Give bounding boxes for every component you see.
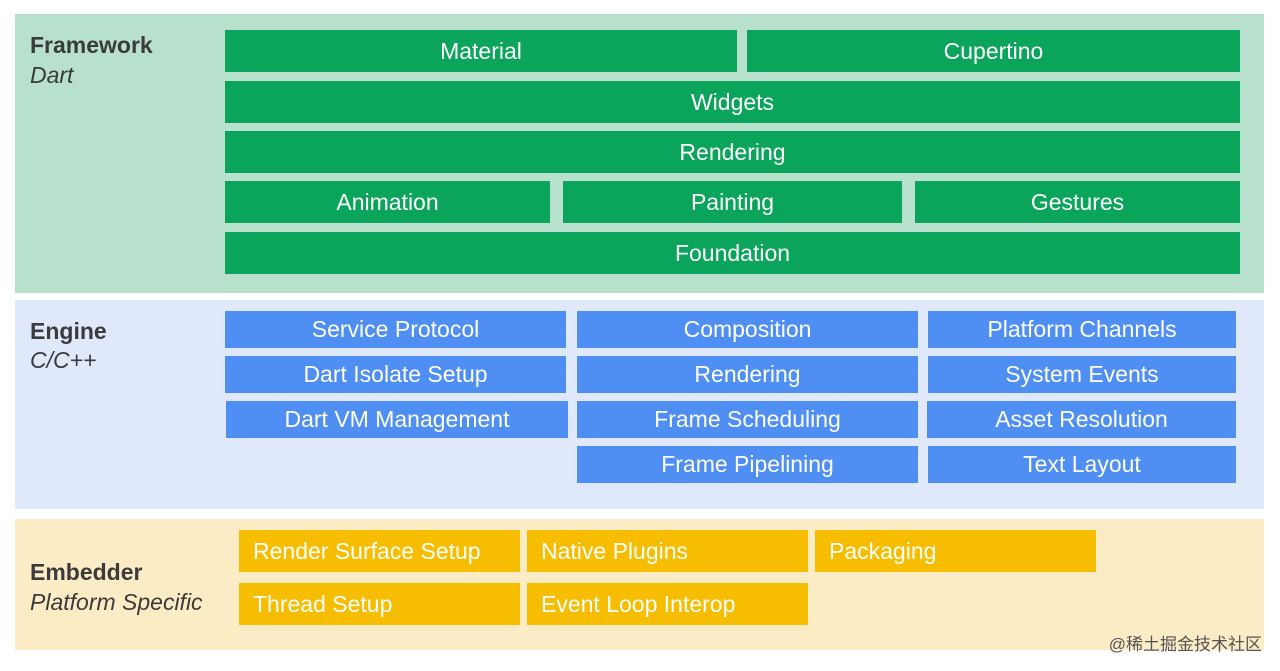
engine-rendering-box: Rendering — [577, 356, 918, 393]
frame-scheduling-box: Frame Scheduling — [577, 401, 918, 438]
rendering-box: Rendering — [225, 131, 1240, 173]
framework-subtitle: Dart — [30, 62, 74, 88]
packaging-box: Packaging — [815, 530, 1096, 572]
text-layout-box: Text Layout — [928, 446, 1236, 483]
platform-channels-box: Platform Channels — [928, 311, 1236, 348]
framework-layer: Framework Dart Material Cupertino Widget… — [15, 14, 1264, 293]
watermark: @稀土掘金技术社区 — [1108, 635, 1262, 654]
event-loop-interop-box: Event Loop Interop — [527, 583, 808, 625]
thread-setup-box: Thread Setup — [239, 583, 520, 625]
engine-title: Engine — [30, 318, 107, 344]
cupertino-box: Cupertino — [747, 30, 1240, 72]
dart-vm-management-box: Dart VM Management — [226, 401, 568, 438]
foundation-box: Foundation — [225, 232, 1240, 274]
render-surface-setup-box: Render Surface Setup — [239, 530, 520, 572]
material-box: Material — [225, 30, 737, 72]
system-events-box: System Events — [928, 356, 1236, 393]
asset-resolution-box: Asset Resolution — [927, 401, 1236, 438]
embedder-subtitle: Platform Specific — [30, 589, 203, 615]
engine-layer: Engine C/C++ Service Protocol Compositio… — [15, 300, 1264, 509]
widgets-box: Widgets — [225, 81, 1240, 123]
native-plugins-box: Native Plugins — [527, 530, 808, 572]
painting-box: Painting — [563, 181, 902, 223]
embedder-layer: Embedder Platform Specific Render Surfac… — [15, 519, 1264, 650]
animation-box: Animation — [225, 181, 550, 223]
embedder-title: Embedder — [30, 559, 143, 585]
service-protocol-box: Service Protocol — [225, 311, 566, 348]
composition-box: Composition — [577, 311, 918, 348]
gestures-box: Gestures — [915, 181, 1240, 223]
engine-subtitle: C/C++ — [30, 347, 97, 373]
frame-pipelining-box: Frame Pipelining — [577, 446, 918, 483]
framework-title: Framework — [30, 32, 153, 58]
dart-isolate-setup-box: Dart Isolate Setup — [225, 356, 566, 393]
